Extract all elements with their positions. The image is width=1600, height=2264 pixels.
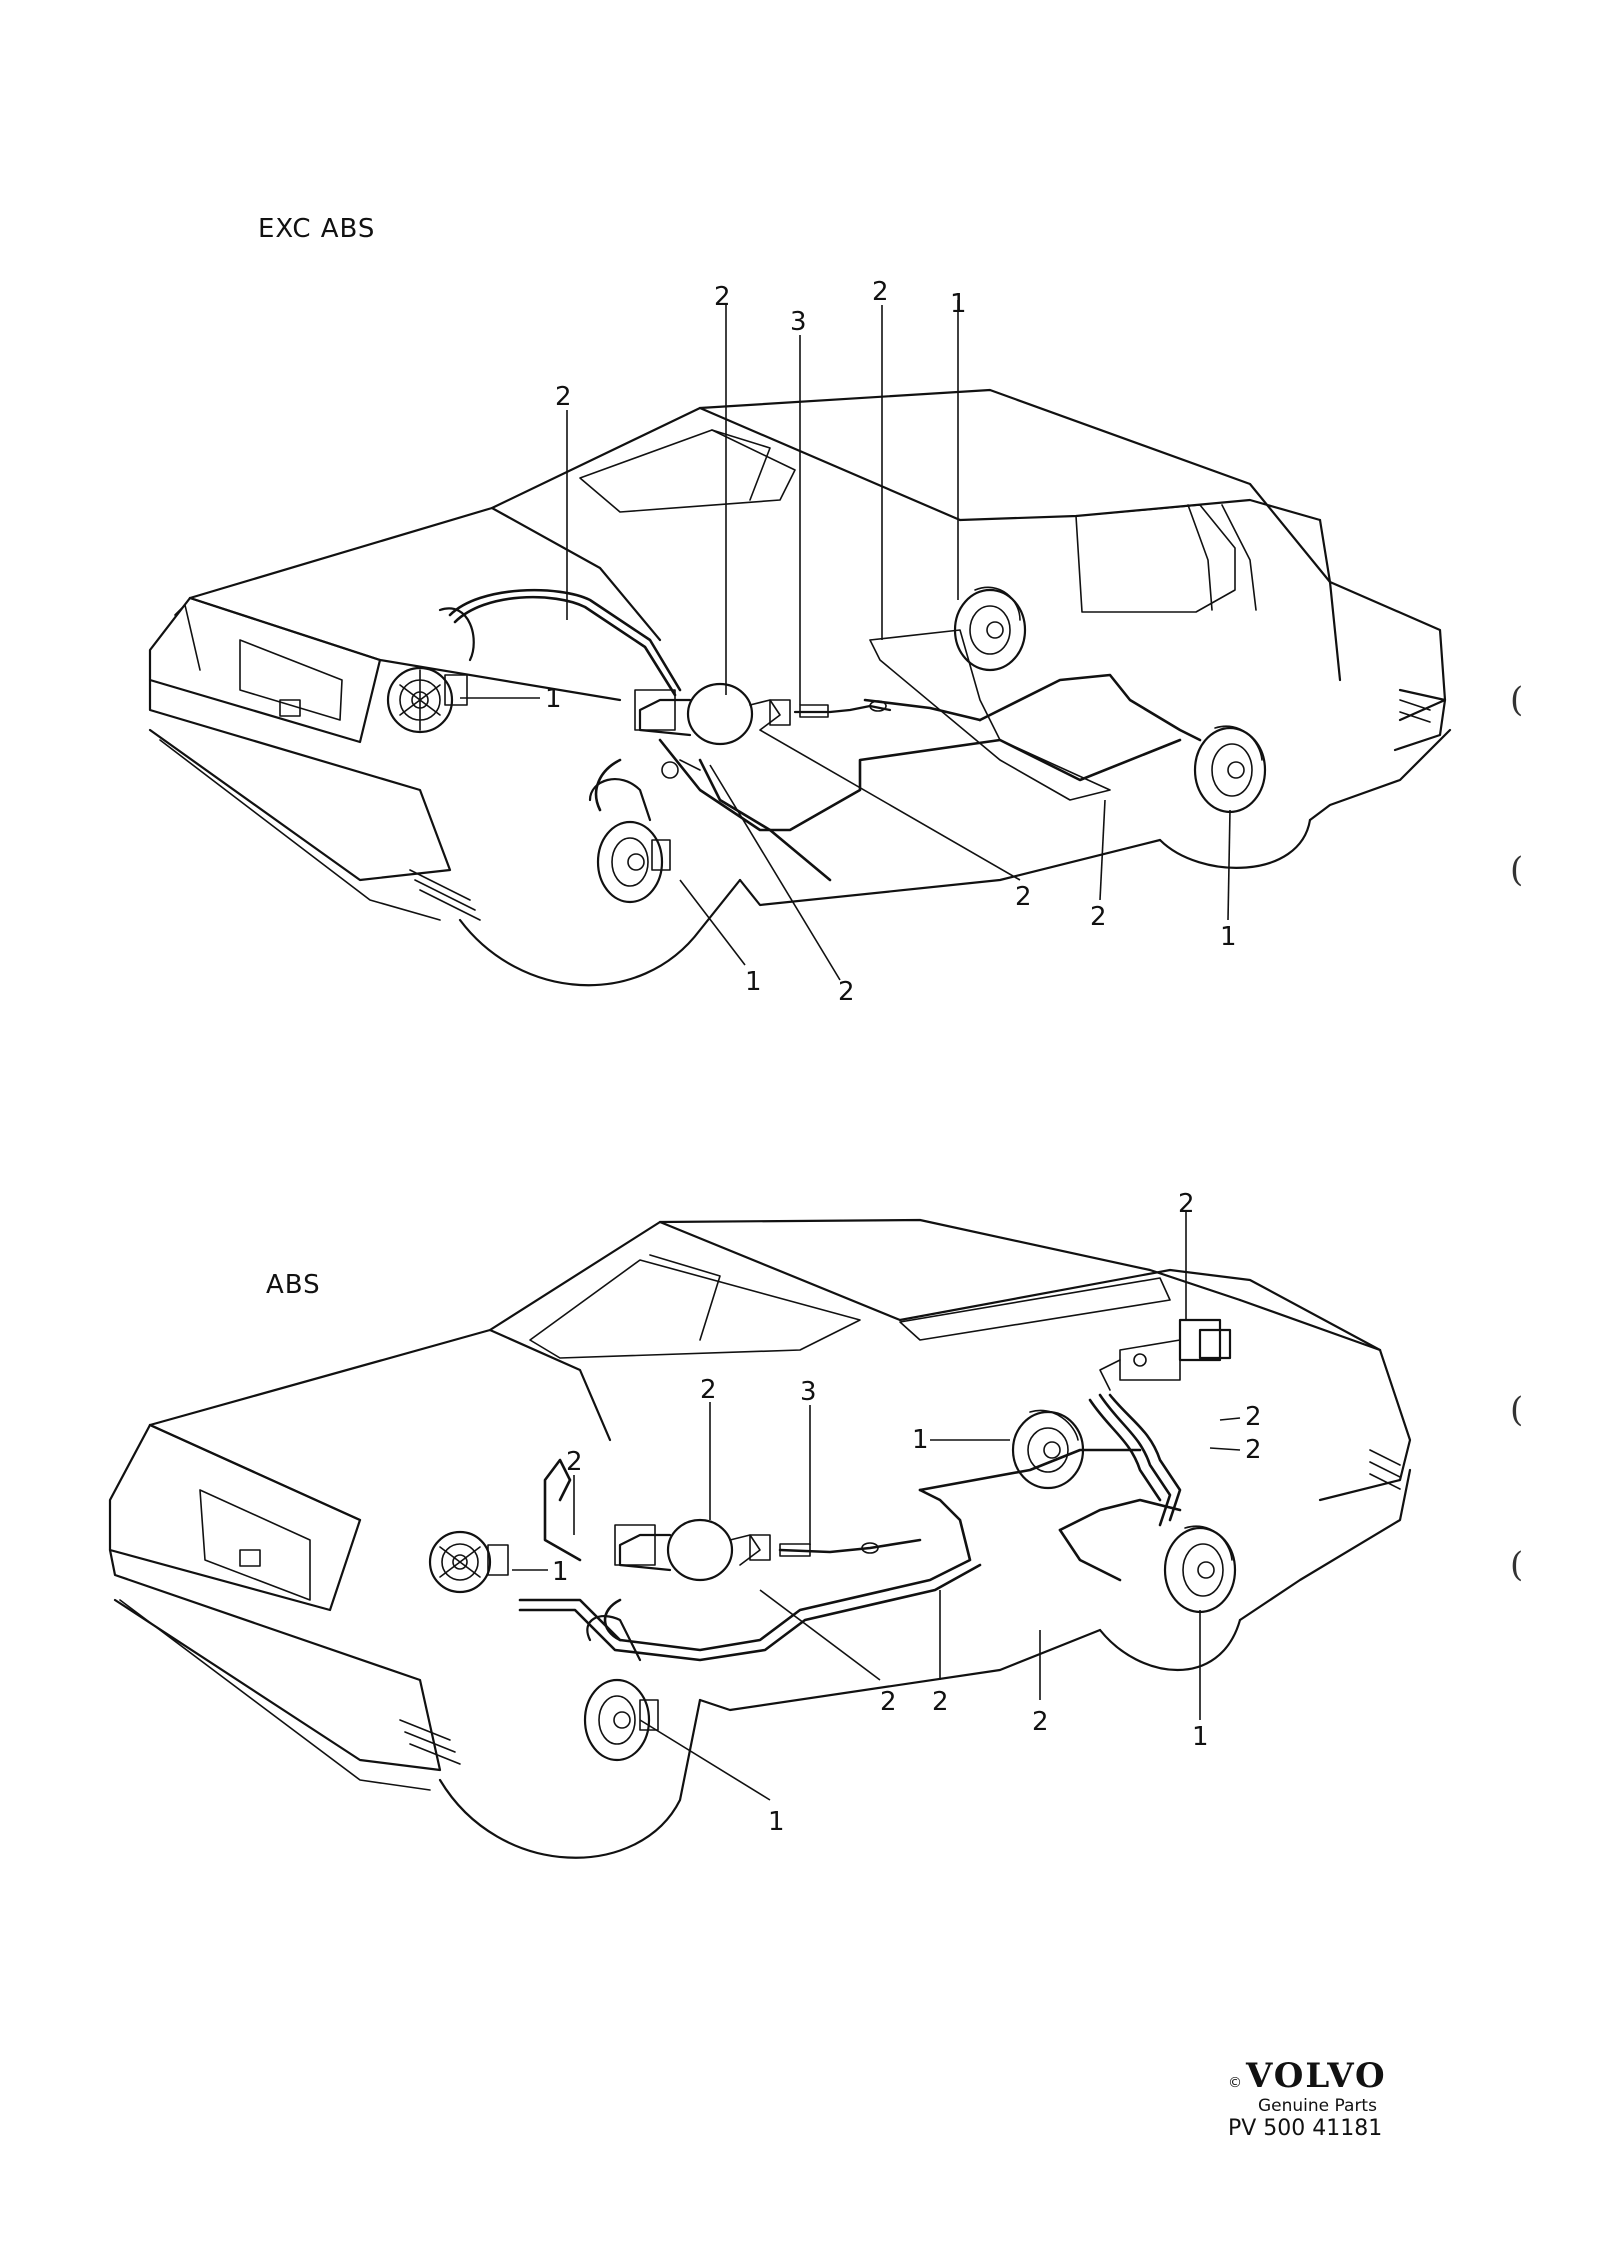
front-left-brake-disc — [386, 607, 475, 734]
brake-lines-diagram-abs: 2 2 2 2 3 1 2 1 2 2 2 1 1 — [108, 1189, 1412, 1859]
car-body-outline — [108, 1218, 1412, 1859]
callout-label: 2 — [566, 1447, 583, 1477]
callout-label: 1 — [545, 684, 562, 714]
callout-label: 2 — [932, 1687, 949, 1717]
rear-left-brake-drum — [1011, 1409, 1085, 1490]
callout-label: 1 — [768, 1807, 785, 1837]
front-right-brake-disc — [583, 1615, 659, 1762]
volvo-brand-block: ©VOLVO Genuine Parts PV 500 41181 — [1228, 2056, 1387, 2141]
callout-label: 2 — [838, 977, 855, 1007]
binder-margin-mark: ( — [1510, 850, 1524, 890]
callout-label: 1 — [552, 1557, 569, 1587]
front-right-brake-disc — [588, 778, 671, 904]
binder-margin-mark: ( — [1510, 1545, 1524, 1585]
callout-numbers: 2 2 2 2 3 1 2 1 2 2 2 1 1 — [552, 1189, 1262, 1837]
callout-label: 1 — [1220, 922, 1237, 952]
rear-right-brake-drum — [1163, 1525, 1237, 1614]
copyright-mark: © — [1228, 2075, 1242, 2091]
volvo-logo: VOLVO — [1246, 2056, 1387, 2096]
master-cylinder-servo — [614, 1518, 771, 1582]
callout-leaders — [460, 300, 1231, 981]
callout-label: 1 — [1192, 1722, 1209, 1752]
master-cylinder-servo — [634, 682, 791, 779]
callout-label: 2 — [1245, 1402, 1262, 1432]
callout-label: 3 — [800, 1377, 817, 1407]
diagram-title-abs: ABS — [266, 1270, 321, 1300]
diagram-title-exc-abs: EXC ABS — [258, 214, 376, 244]
callout-label: 2 — [700, 1375, 717, 1405]
callout-label: 1 — [912, 1425, 929, 1455]
callout-label: 2 — [1015, 882, 1032, 912]
callout-label: 2 — [714, 282, 731, 312]
brake-pipes — [518, 1393, 1182, 1662]
callout-label: 2 — [555, 382, 572, 412]
rear-left-brake-drum — [953, 586, 1027, 672]
callout-label: 2 — [1090, 902, 1107, 932]
callout-label: 1 — [950, 289, 967, 319]
brake-lines-diagram-exc-abs: 2 3 2 1 2 1 2 2 1 1 2 — [148, 277, 1452, 1007]
car-body-outline — [148, 388, 1452, 987]
callout-leaders — [512, 1212, 1241, 1801]
brake-switch-cable — [793, 700, 892, 718]
callout-label: 2 — [1178, 1189, 1195, 1219]
abs-hydraulic-unit — [1099, 1318, 1232, 1391]
callout-label: 2 — [1032, 1707, 1049, 1737]
rear-floor-panel — [869, 629, 1111, 801]
callout-label: 2 — [872, 277, 889, 307]
brake-switch-cable — [779, 1542, 879, 1557]
callout-numbers: 2 3 2 1 2 1 2 2 1 1 2 — [545, 277, 1237, 1007]
callout-label: 1 — [745, 967, 762, 997]
part-reference-number: PV 500 41181 — [1228, 2116, 1383, 2141]
callout-label: 3 — [790, 307, 807, 337]
callout-label: 2 — [1245, 1435, 1262, 1465]
front-left-brake-disc — [428, 1530, 509, 1594]
brake-pipes — [448, 588, 1202, 882]
callout-label: 2 — [880, 1687, 897, 1717]
genuine-parts-label: Genuine Parts — [1258, 2096, 1377, 2116]
rear-right-brake-drum — [1193, 725, 1267, 814]
binder-margin-mark: ( — [1510, 680, 1524, 720]
binder-margin-mark: ( — [1510, 1390, 1524, 1430]
